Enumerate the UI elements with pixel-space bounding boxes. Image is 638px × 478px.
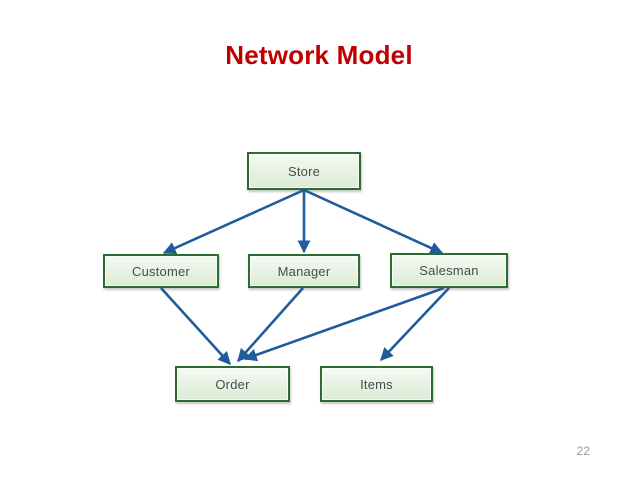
diagram-node-salesman: Salesman [390, 253, 508, 288]
diagram-node-order: Order [175, 366, 290, 402]
diagram-node-items: Items [320, 366, 433, 402]
page-number: 22 [576, 444, 590, 458]
diagram-node-customer: Customer [103, 254, 219, 288]
node-label-customer: Customer [132, 263, 190, 279]
node-label-manager: Manager [277, 263, 331, 279]
node-label-items: Items [360, 376, 393, 392]
slide-title: Network Model [225, 40, 413, 70]
node-label-order: Order [215, 376, 250, 392]
diagram-node-manager: Manager [248, 254, 360, 288]
node-label-salesman: Salesman [419, 263, 479, 278]
node-label-store: Store [287, 163, 321, 179]
diagram-node-store: Store [247, 152, 361, 190]
